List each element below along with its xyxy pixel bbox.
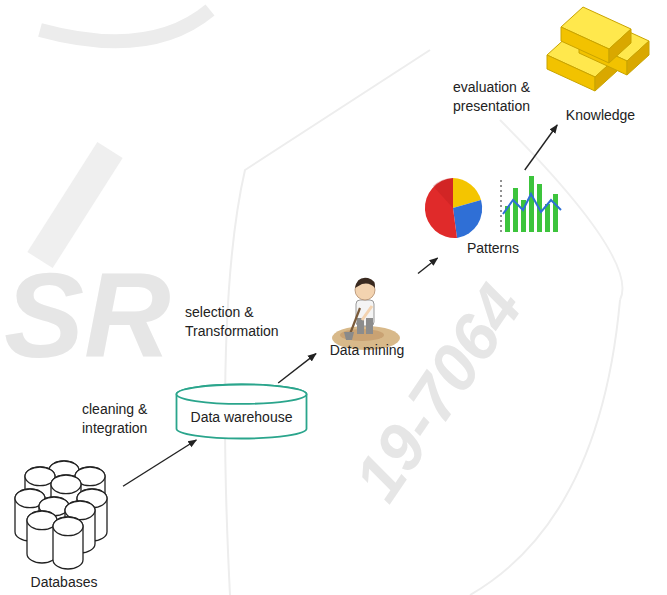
data-mining-figure: Data mining bbox=[316, 268, 418, 360]
node-caption: Data mining bbox=[316, 342, 418, 358]
flow-arrow bbox=[525, 125, 557, 170]
flow-arrow bbox=[278, 354, 316, 383]
edge-label: cleaning & integration bbox=[82, 400, 182, 438]
edge-label: evaluation & presentation bbox=[453, 78, 553, 116]
watermark-stroke bbox=[40, 150, 110, 260]
edge-label: selection & Transformation bbox=[185, 303, 295, 341]
data-warehouse-cylinder: Data warehouse bbox=[175, 383, 308, 440]
node-caption: Databases bbox=[5, 574, 123, 590]
node-label: Data warehouse bbox=[175, 383, 308, 425]
watermark-arc bbox=[225, 50, 430, 595]
patterns-charts: Patterns bbox=[413, 170, 573, 258]
watermark-stroke bbox=[40, 10, 210, 41]
flow-arrow bbox=[123, 440, 196, 486]
knowledge-gold: Knowledge bbox=[539, 5, 662, 125]
flow-arrow bbox=[418, 258, 438, 274]
node-caption: Patterns bbox=[413, 240, 573, 256]
database-cluster: Databases bbox=[5, 455, 123, 592]
watermark-arc bbox=[500, 120, 623, 300]
database-cluster-icon bbox=[5, 455, 123, 592]
node-caption: Knowledge bbox=[539, 107, 662, 123]
watermark-text: SR bbox=[4, 255, 171, 375]
